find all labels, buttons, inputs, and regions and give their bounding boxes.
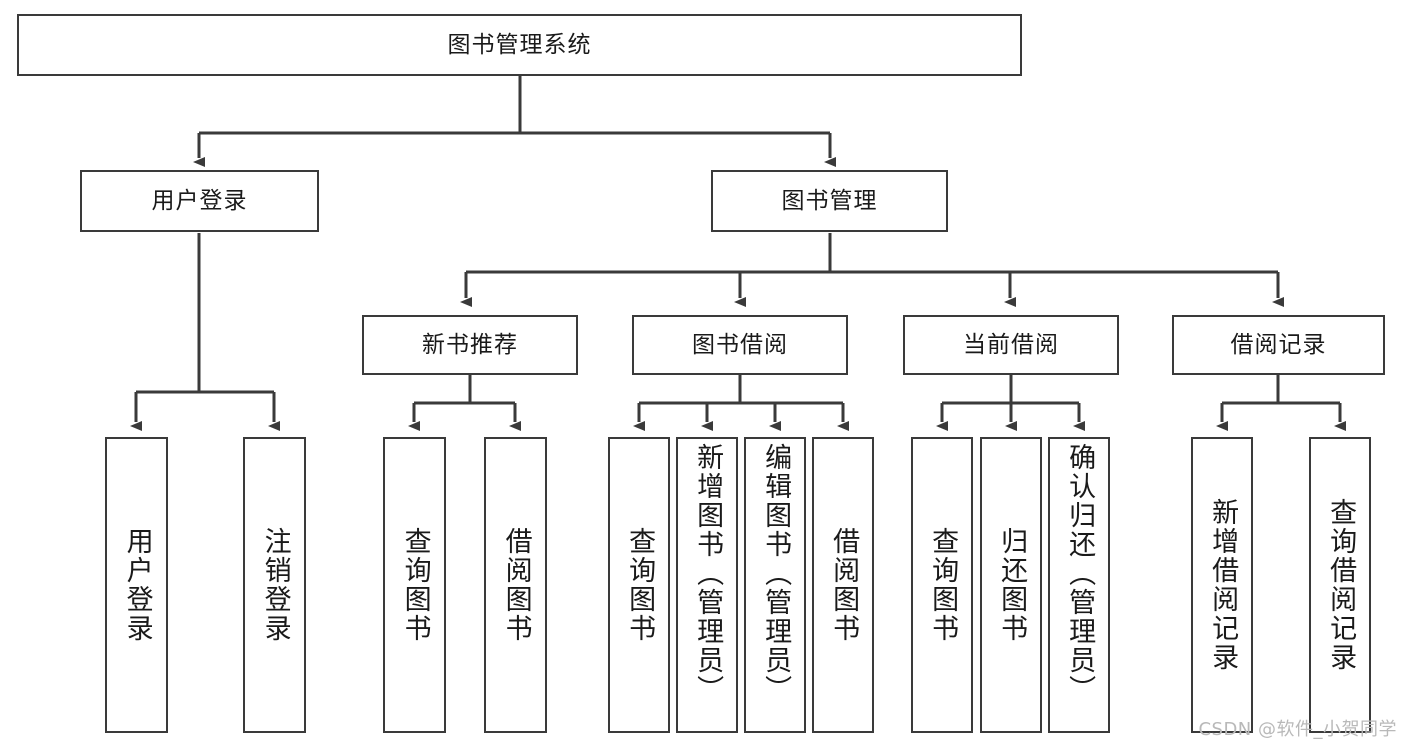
node-label: 用户登录	[151, 187, 248, 214]
node-label: 图书管理	[781, 187, 878, 214]
leaf-return-book[interactable]: 归还图书	[980, 437, 1042, 733]
node-label: 查询图书	[624, 527, 656, 643]
node-label: 图书管理系统	[447, 31, 592, 58]
leaf-borrow-book[interactable]: 借阅图书	[812, 437, 874, 733]
node-label: 新增图书（管理员）	[692, 443, 724, 704]
leaf-user-login[interactable]: 用户登录	[105, 437, 168, 733]
node-label: 借阅图书	[500, 527, 532, 643]
node-label: 编辑图书（管理员）	[760, 443, 792, 704]
node-label: 查询图书	[927, 527, 959, 643]
node-label: 当前借阅	[963, 331, 1059, 358]
leaf-query-book-current[interactable]: 查询图书	[911, 437, 973, 733]
node-label: 确认归还（管理员）	[1064, 443, 1096, 704]
leaf-add-book-admin[interactable]: 新增图书（管理员）	[676, 437, 738, 733]
leaf-edit-book-admin[interactable]: 编辑图书（管理员）	[744, 437, 806, 733]
node-label: 借阅图书	[828, 527, 860, 643]
node-new-book-recommend[interactable]: 新书推荐	[362, 315, 578, 375]
node-book-management[interactable]: 图书管理	[711, 170, 948, 232]
leaf-add-borrow-record[interactable]: 新增借阅记录	[1191, 437, 1253, 733]
leaf-query-book-recommend[interactable]: 查询图书	[383, 437, 446, 733]
node-label: 查询借阅记录	[1325, 498, 1357, 672]
node-book-borrow[interactable]: 图书借阅	[632, 315, 848, 375]
node-borrow-record[interactable]: 借阅记录	[1172, 315, 1385, 375]
leaf-query-book-borrow[interactable]: 查询图书	[608, 437, 670, 733]
leaf-borrow-book-recommend[interactable]: 借阅图书	[484, 437, 547, 733]
node-label: 图书借阅	[692, 331, 788, 358]
node-label: 用户登录	[121, 527, 153, 643]
node-label: 归还图书	[996, 527, 1028, 643]
leaf-confirm-return-admin[interactable]: 确认归还（管理员）	[1048, 437, 1110, 733]
node-label: 注销登录	[259, 527, 291, 643]
node-current-borrow[interactable]: 当前借阅	[903, 315, 1119, 375]
node-label: 新书推荐	[422, 331, 518, 358]
node-label: 查询图书	[399, 527, 431, 643]
leaf-query-borrow-record[interactable]: 查询借阅记录	[1309, 437, 1371, 733]
node-user-login[interactable]: 用户登录	[80, 170, 319, 232]
node-root-book-management-system[interactable]: 图书管理系统	[17, 14, 1022, 76]
csdn-watermark: CSDN @软件_小贺同学	[1198, 719, 1397, 740]
node-label: 新增借阅记录	[1207, 498, 1239, 672]
node-label: 借阅记录	[1230, 331, 1327, 358]
leaf-logout[interactable]: 注销登录	[243, 437, 306, 733]
